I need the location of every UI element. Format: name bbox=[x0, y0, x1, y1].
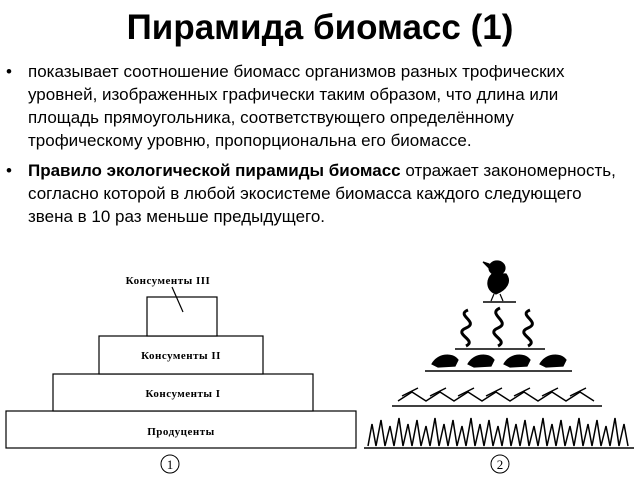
bird-icon bbox=[482, 260, 516, 303]
level-third-label: Консументы I bbox=[145, 388, 220, 400]
bullet-definition: • показывает соотношение биомасс организ… bbox=[0, 60, 622, 152]
grass-icon bbox=[364, 417, 634, 449]
frog-icon bbox=[425, 354, 572, 372]
figure2-number-circle bbox=[490, 454, 510, 474]
level-second-label: Консументы II bbox=[141, 350, 221, 362]
snake-icon bbox=[455, 306, 545, 350]
insect-icon bbox=[392, 387, 602, 407]
level-base-label: Продуценты bbox=[147, 426, 214, 438]
level-top-box bbox=[146, 296, 218, 337]
bullet-rule-text: отражает закономерность, согласно которо… bbox=[28, 161, 616, 226]
figure1-number-circle bbox=[160, 454, 180, 474]
slide-title: Пирамида биомасс (1) bbox=[126, 8, 514, 47]
pictorial-pyramid bbox=[364, 260, 634, 449]
bullet-marker: • bbox=[6, 62, 12, 81]
figures-area: Консументы III Консументы II Консументы … bbox=[5, 260, 634, 474]
bullet-rule-term: Правило экологической пирамиды биомасс bbox=[28, 161, 401, 180]
bullet-rule: • Правило экологической пирамиды биомасс… bbox=[0, 159, 622, 228]
figure1-number: 1 bbox=[167, 457, 174, 472]
level-third-box bbox=[52, 373, 314, 412]
level-base-box bbox=[5, 410, 357, 449]
label-pointer-line bbox=[171, 286, 184, 313]
biomass-pyramid-diagram bbox=[5, 286, 357, 449]
level-top-label: Консументы III bbox=[126, 275, 211, 287]
figure2-number: 2 bbox=[497, 457, 504, 472]
bullet-definition-text: показывает соотношение биомасс организмо… bbox=[28, 62, 565, 150]
bullet-marker: • bbox=[6, 161, 12, 180]
bullet-list: • показывает соотношение биомасс организ… bbox=[0, 60, 622, 235]
